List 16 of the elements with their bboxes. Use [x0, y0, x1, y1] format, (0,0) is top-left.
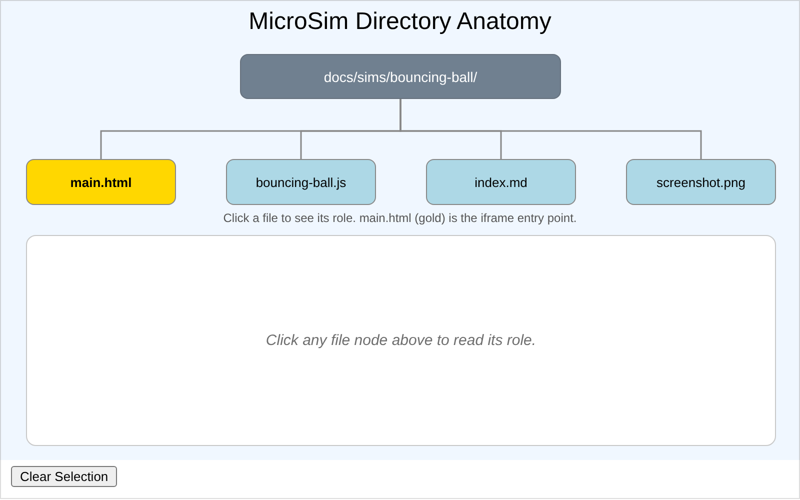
- file-name: screenshot.png: [656, 174, 746, 190]
- folder-path: docs/sims/bouncing-ball/: [324, 68, 478, 84]
- hint-text: Click a file to see its role. main.html (gold) is the iframe entry point.: [223, 211, 577, 225]
- file-box: [26, 159, 176, 205]
- file-name: main.html: [70, 174, 132, 190]
- diagram-title: MicroSim Directory Anatomy: [248, 8, 552, 36]
- file-name: bouncing-ball.js: [256, 174, 346, 190]
- folder-box: [240, 54, 561, 99]
- file-box: [426, 159, 576, 205]
- file-name: index.md: [474, 174, 528, 190]
- file-box: [626, 159, 776, 205]
- file-box: [226, 159, 376, 205]
- connector-line: [400, 99, 702, 159]
- placeholder-text: Click any file node above to read its role.: [266, 332, 536, 349]
- clear-button: Clear Selection: [11, 466, 118, 487]
- info-panel: [26, 235, 776, 446]
